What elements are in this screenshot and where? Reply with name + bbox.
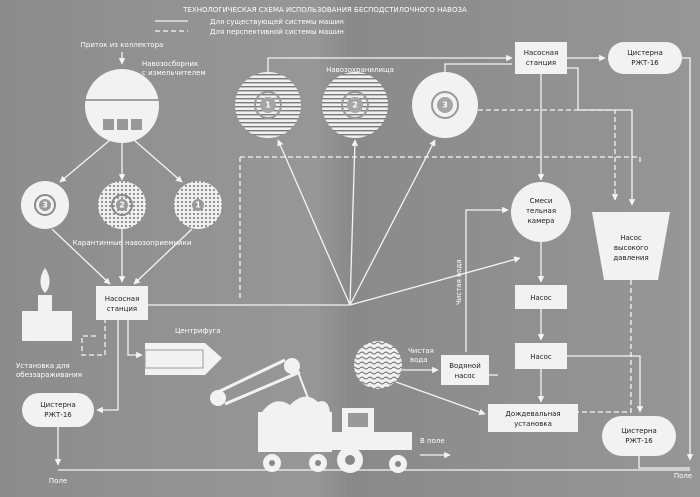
disinfection-unit bbox=[22, 268, 72, 341]
quarantine-number-2: 2 bbox=[119, 201, 125, 210]
storage-number-1: 1 bbox=[265, 101, 271, 110]
mixer-label-1: Смеси bbox=[530, 197, 553, 205]
water-pump-label-1: Водяной bbox=[449, 362, 481, 370]
disinfection-label-2: обеззараживания bbox=[16, 371, 82, 379]
mixer-label-2: тельная bbox=[526, 207, 556, 215]
hp-pump-label-3: давления bbox=[613, 254, 648, 262]
pump-2-label: Насос bbox=[530, 353, 552, 361]
tank-top-label-2: РЖТ-16 bbox=[631, 59, 659, 67]
tank-right-label-1: Цистерна bbox=[621, 427, 657, 435]
quarantine-receiver-1: 1 bbox=[174, 181, 222, 229]
collector-tank bbox=[85, 69, 159, 143]
clean-water-label-1: Чистая bbox=[408, 347, 434, 355]
pump-station-top-label-1: Насосная bbox=[524, 49, 559, 57]
collector-label-1: Навозосборник bbox=[142, 60, 198, 68]
hp-pump-label-1: Насос bbox=[620, 234, 642, 242]
clean-water-label-2: вода bbox=[410, 356, 428, 364]
tank-left-label-2: РЖТ-16 bbox=[44, 411, 72, 419]
tank-top-label-1: Цистерна bbox=[627, 49, 663, 57]
legend-existing-label: Для существующей системы машин bbox=[210, 18, 344, 26]
centrifuge bbox=[144, 343, 222, 375]
storage-1: 1 bbox=[235, 72, 301, 138]
sprinkler-label-1: Дождевальная bbox=[505, 410, 560, 418]
centrifuge-label: Центрифуга bbox=[175, 327, 220, 335]
water-pump bbox=[441, 355, 489, 385]
quarantine-receiver-3: 3 bbox=[21, 181, 69, 229]
pump-2 bbox=[515, 343, 567, 369]
tractor bbox=[332, 408, 412, 473]
quarantine-number-3: 3 bbox=[42, 201, 48, 210]
tank-top: Цистерна РЖТ-16 bbox=[608, 42, 682, 74]
storage-2: 2 bbox=[322, 72, 388, 138]
clean-water-source bbox=[354, 341, 402, 389]
mixing-chamber: Смеси тельная камера bbox=[511, 182, 571, 242]
field-left-label: Поле bbox=[49, 477, 67, 485]
storage-number-3: 3 bbox=[442, 101, 448, 110]
to-field-label: В поле bbox=[420, 437, 445, 445]
field-right-label: Поле bbox=[674, 472, 692, 480]
inflow-label: Приток из коллектора bbox=[81, 41, 164, 49]
disinfection-label-1: Установка для bbox=[16, 362, 70, 370]
tank-left: Цистерна РЖТ-16 bbox=[22, 393, 94, 427]
conveyor bbox=[210, 358, 309, 406]
pump-station-top-label-2: станция bbox=[526, 59, 556, 67]
mixer-label-3: камера bbox=[528, 217, 555, 225]
storages-label: Навозохранилища bbox=[326, 66, 394, 74]
high-pressure-pump: Насос высокого давления bbox=[592, 212, 670, 280]
trailer bbox=[258, 396, 332, 472]
pump-station-left-label-2: станция bbox=[107, 305, 137, 313]
collector-label-2: с измельчителем bbox=[142, 69, 206, 77]
water-pump-label-2: насос bbox=[455, 372, 476, 380]
pump-station-top bbox=[515, 42, 567, 74]
sprinkler-label-2: установка bbox=[514, 420, 552, 428]
hp-pump-label-2: высокого bbox=[614, 244, 648, 252]
quarantine-number-1: 1 bbox=[195, 201, 201, 210]
storage-number-2: 2 bbox=[352, 101, 358, 110]
clean-water-vertical-label: Чистая вода bbox=[455, 259, 463, 305]
tank-right: Цистерна РЖТ-16 bbox=[602, 416, 676, 456]
quarantine-label: Карантинные навозоприемники bbox=[73, 239, 192, 247]
pump-station-left bbox=[96, 286, 148, 320]
pump-1 bbox=[515, 285, 567, 309]
storage-3: 3 bbox=[412, 72, 478, 138]
tank-right-label-2: РЖТ-16 bbox=[625, 437, 653, 445]
legend-perspective-label: Для перспективной системы машин bbox=[210, 28, 344, 36]
tank-left-label-1: Цистерна bbox=[40, 401, 76, 409]
sprinkler-unit bbox=[488, 404, 578, 432]
pump-1-label: Насос bbox=[530, 294, 552, 302]
quarantine-receiver-2: 2 bbox=[98, 181, 146, 229]
diagram-title: ТЕХНОЛОГИЧЕСКАЯ СХЕМА ИСПОЛЬЗОВАНИЯ БЕСП… bbox=[182, 6, 467, 14]
pump-station-left-label-1: Насосная bbox=[105, 295, 140, 303]
